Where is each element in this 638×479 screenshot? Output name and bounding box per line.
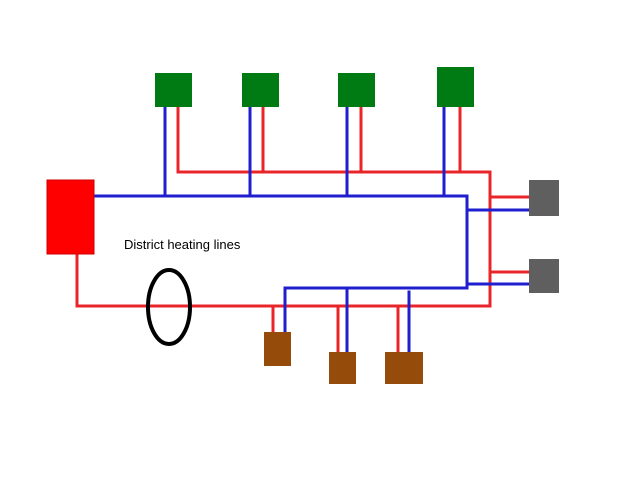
heating-plant bbox=[46, 179, 95, 255]
gray-building-1 bbox=[529, 180, 559, 216]
return-lines bbox=[92, 105, 531, 354]
green-buildings bbox=[155, 67, 474, 107]
gray-buildings bbox=[529, 180, 559, 293]
brown-buildings bbox=[264, 332, 423, 384]
brown-building-3 bbox=[385, 352, 423, 384]
green-building-3 bbox=[338, 73, 375, 107]
brown-building-1 bbox=[264, 332, 291, 366]
highlight-ellipse bbox=[146, 268, 192, 346]
brown-building-2 bbox=[329, 352, 356, 384]
green-building-2 bbox=[242, 73, 279, 107]
diagram-label: District heating lines bbox=[124, 237, 241, 252]
supply-lines bbox=[75, 105, 531, 354]
gray-building-2 bbox=[529, 259, 559, 293]
green-building-1 bbox=[155, 73, 192, 107]
green-building-4 bbox=[437, 67, 474, 107]
